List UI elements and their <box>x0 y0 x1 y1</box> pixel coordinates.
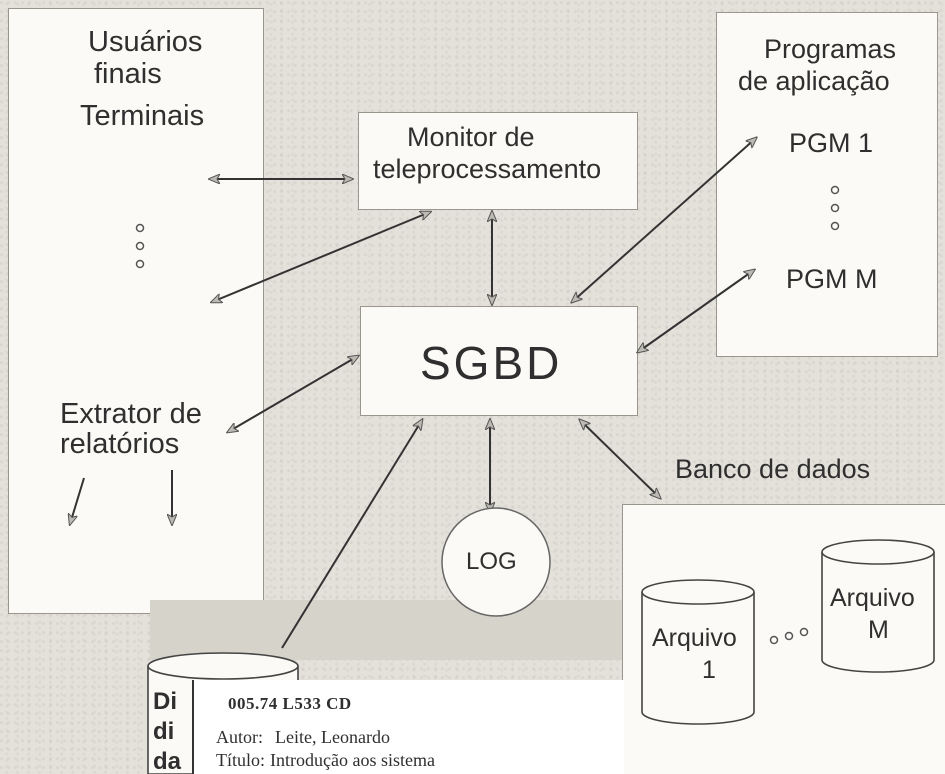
file-1-cylinder <box>641 579 755 725</box>
monitor-label-line1: Monitor de <box>407 122 535 152</box>
report-extractor-line1: Extrator de <box>60 398 202 430</box>
dictionary-label-line1: Di <box>153 688 177 715</box>
program-last-label: PGM M <box>786 264 878 294</box>
file-m-label-line1: Arquivo <box>830 584 915 612</box>
lower-gray-band <box>150 600 625 660</box>
file-1-label-line2: 1 <box>702 656 716 684</box>
program-ellipsis-dots <box>830 185 840 231</box>
terminal-ellipsis-dots <box>135 223 145 269</box>
file-m-cylinder <box>821 539 935 673</box>
arrow-extractor-output-1 <box>70 477 85 524</box>
catalog-call-number: 005.74 L533 CD <box>228 694 352 713</box>
database-title: Banco de dados <box>675 454 871 484</box>
arrow-extractor-sgbd <box>228 356 358 432</box>
arrow-dictionary-sgbd <box>281 420 422 649</box>
end-users-title-line2: finais <box>94 58 162 90</box>
monitor-label-line2: teleprocessamento <box>373 154 602 184</box>
files-ellipsis-dots <box>769 627 809 645</box>
programs-title-line1: Programas <box>764 34 897 64</box>
catalog-label-card <box>192 680 624 774</box>
arrow-terminals-monitor-lower <box>212 212 430 302</box>
dictionary-text-clip: Di di da <box>150 688 192 774</box>
log-circle <box>441 507 551 617</box>
arrow-sgbd-pgm1 <box>572 138 756 302</box>
file-1-label-line1: Arquivo <box>652 624 737 652</box>
dictionary-label-line3: da <box>153 748 182 774</box>
programs-title-line2: de aplicação <box>738 66 890 96</box>
report-extractor-line2: relatórios <box>60 428 180 460</box>
terminals-label: Terminais <box>80 100 205 132</box>
catalog-title-label: Título: <box>216 750 265 770</box>
sgbd-box <box>360 306 638 416</box>
end-users-title-line1: Usuários <box>88 26 203 58</box>
log-label: LOG <box>466 548 517 575</box>
arrow-sgbd-database <box>580 420 660 498</box>
sgbd-label: SGBD <box>420 337 563 389</box>
program-first-label: PGM 1 <box>789 128 874 158</box>
file-m-label-line2: M <box>868 616 889 644</box>
end-users-box <box>8 8 264 614</box>
dictionary-label-line2: di <box>153 718 175 745</box>
catalog-author-value: Leite, Leonardo <box>275 727 390 747</box>
catalog-title-value: Introdução aos sistema <box>270 750 435 770</box>
arrow-sgbd-pgmM <box>638 270 754 352</box>
catalog-author-label: Autor: <box>216 727 263 747</box>
